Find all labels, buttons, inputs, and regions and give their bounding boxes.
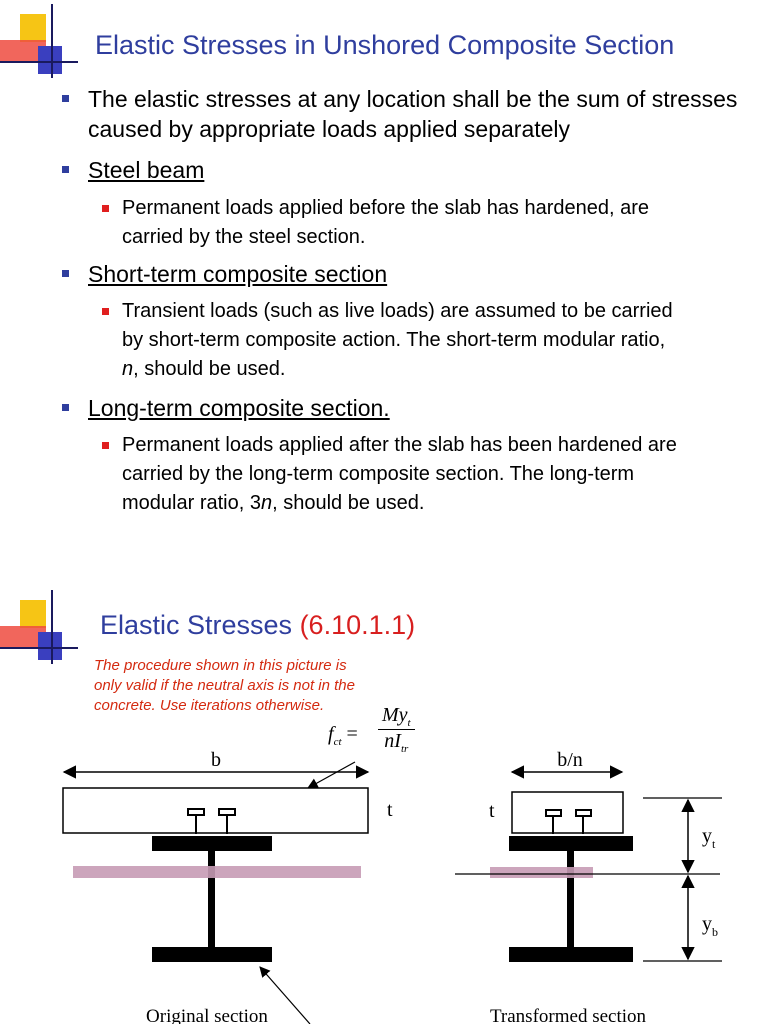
text-line: carried by the long-term composite secti…: [122, 463, 635, 485]
formula-num-sub: t: [407, 717, 411, 729]
slide-title: Elastic Stresses in Unshored Composite S…: [95, 30, 675, 60]
sub-bullet-long-term: Permanent loads applied after the slab h…: [102, 431, 677, 518]
web: [208, 851, 215, 947]
transformed-bottom-flange: [509, 947, 633, 962]
text-line: modular ratio, 3: [122, 492, 261, 514]
formula-den-sub: tr: [400, 743, 409, 755]
label-bn: b/n: [557, 749, 583, 771]
formula-pointer-arrow: [307, 761, 356, 789]
shear-studs: [187, 808, 236, 834]
transformed-slab: [511, 791, 624, 834]
formula-denominator: nItr: [378, 729, 415, 755]
formula-f: f: [328, 723, 334, 745]
formula-equals: =: [341, 723, 358, 745]
formula-num-text: My: [382, 704, 408, 726]
bullet-sum-of-stresses: The elastic stresses at any location sha…: [62, 84, 748, 144]
label-b: b: [211, 749, 221, 771]
title-text: Elastic Stresses: [100, 610, 300, 640]
slide-2: Elastic Stresses (6.10.1.1) The procedur…: [0, 576, 768, 1024]
sub-bullet-short-term: Transient loads (such as live loads) are…: [102, 297, 673, 384]
section-diagram: b t Original section b/n t: [62, 749, 722, 1024]
label-yt: yt: [702, 825, 716, 851]
slide-title: Elastic Stresses (6.10.1.1): [100, 610, 415, 641]
label-t: t: [489, 800, 495, 822]
italic-n: n: [260, 492, 273, 514]
sub-bullet-steel-beam: Permanent loads applied before the slab …: [101, 194, 650, 252]
bottom-flange: [152, 947, 272, 962]
slide-logo-icon: [0, 4, 78, 78]
bullet-steel-beam: Steel beam: [61, 157, 205, 183]
neutral-axis-band: [73, 866, 361, 878]
formula-den-text: nI: [384, 730, 401, 752]
formula-f-sub: ct: [333, 736, 342, 748]
bullet-long-term: Long-term composite section.: [62, 395, 390, 421]
formula-fraction: Myt nItr: [378, 704, 415, 755]
transformed-web: [567, 851, 574, 947]
italic-n: n: [122, 358, 134, 380]
transformed-top-flange: [509, 836, 633, 851]
formula-numerator: Myt: [378, 704, 415, 729]
transformed-shear-studs: [545, 809, 592, 834]
label-yb: yb: [702, 913, 718, 939]
slide-1: Elastic Stresses in Unshored Composite S…: [0, 4, 748, 518]
transformed-neutral-axis-band: [490, 867, 593, 878]
text-line: Transient loads (such as live loads) are…: [122, 300, 673, 322]
text-line: by short-term composite action. The shor…: [122, 329, 666, 351]
flange-pointer-arrow: [259, 966, 311, 1024]
bullet-short-term: Short-term composite section: [61, 261, 388, 287]
text-line: , should be used.: [133, 358, 286, 380]
text-line: Permanent loads applied before the slab …: [122, 197, 650, 219]
text-line: carried by the steel section.: [122, 226, 366, 248]
text-line: , should be used.: [272, 492, 425, 514]
label-t: t: [387, 799, 393, 821]
caption-transformed: Transformed section: [490, 1006, 647, 1024]
caption-original: Original section: [146, 1006, 268, 1024]
text-line: Permanent loads applied after the slab h…: [122, 434, 677, 456]
slide-logo-icon: [0, 590, 78, 664]
formula-lhs: fct =: [328, 723, 358, 748]
top-flange: [152, 836, 272, 851]
title-spec-reference: (6.10.1.1): [299, 610, 416, 640]
concrete-slab: [62, 787, 369, 834]
procedure-note: The procedure shown in this picture is o…: [94, 657, 355, 714]
